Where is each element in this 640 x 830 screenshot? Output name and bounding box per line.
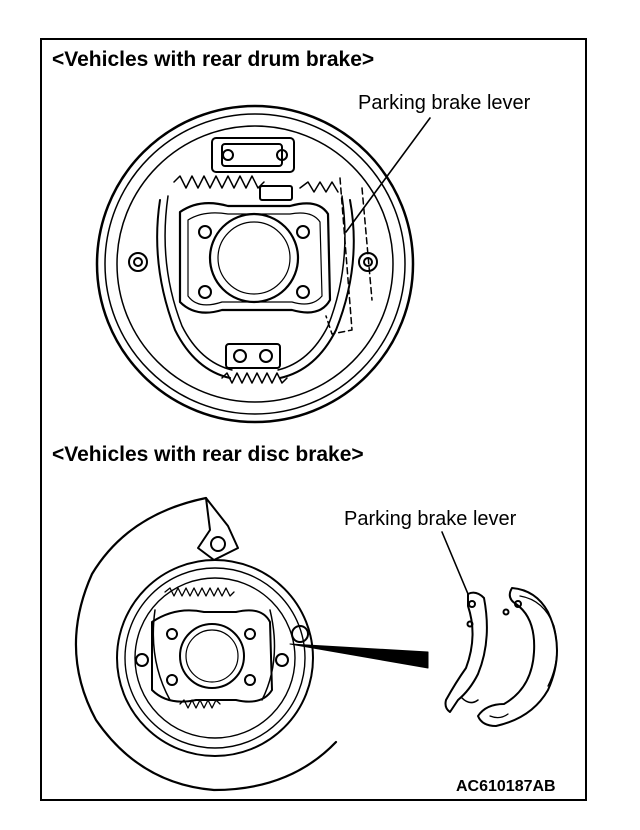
disc-section-title: <Vehicles with rear disc brake> — [52, 443, 364, 466]
figure-frame — [40, 38, 587, 801]
drum-callout-label: Parking brake lever — [358, 92, 531, 114]
figure-code: AC610187AB — [456, 778, 556, 795]
parking-shoe-detail — [441, 531, 558, 727]
disc-callout-label: Parking brake lever — [344, 508, 517, 530]
disc-brake-assembly — [74, 496, 429, 792]
drum-brake-assembly — [95, 104, 431, 424]
drum-section-title: <Vehicles with rear drum brake> — [52, 48, 375, 71]
